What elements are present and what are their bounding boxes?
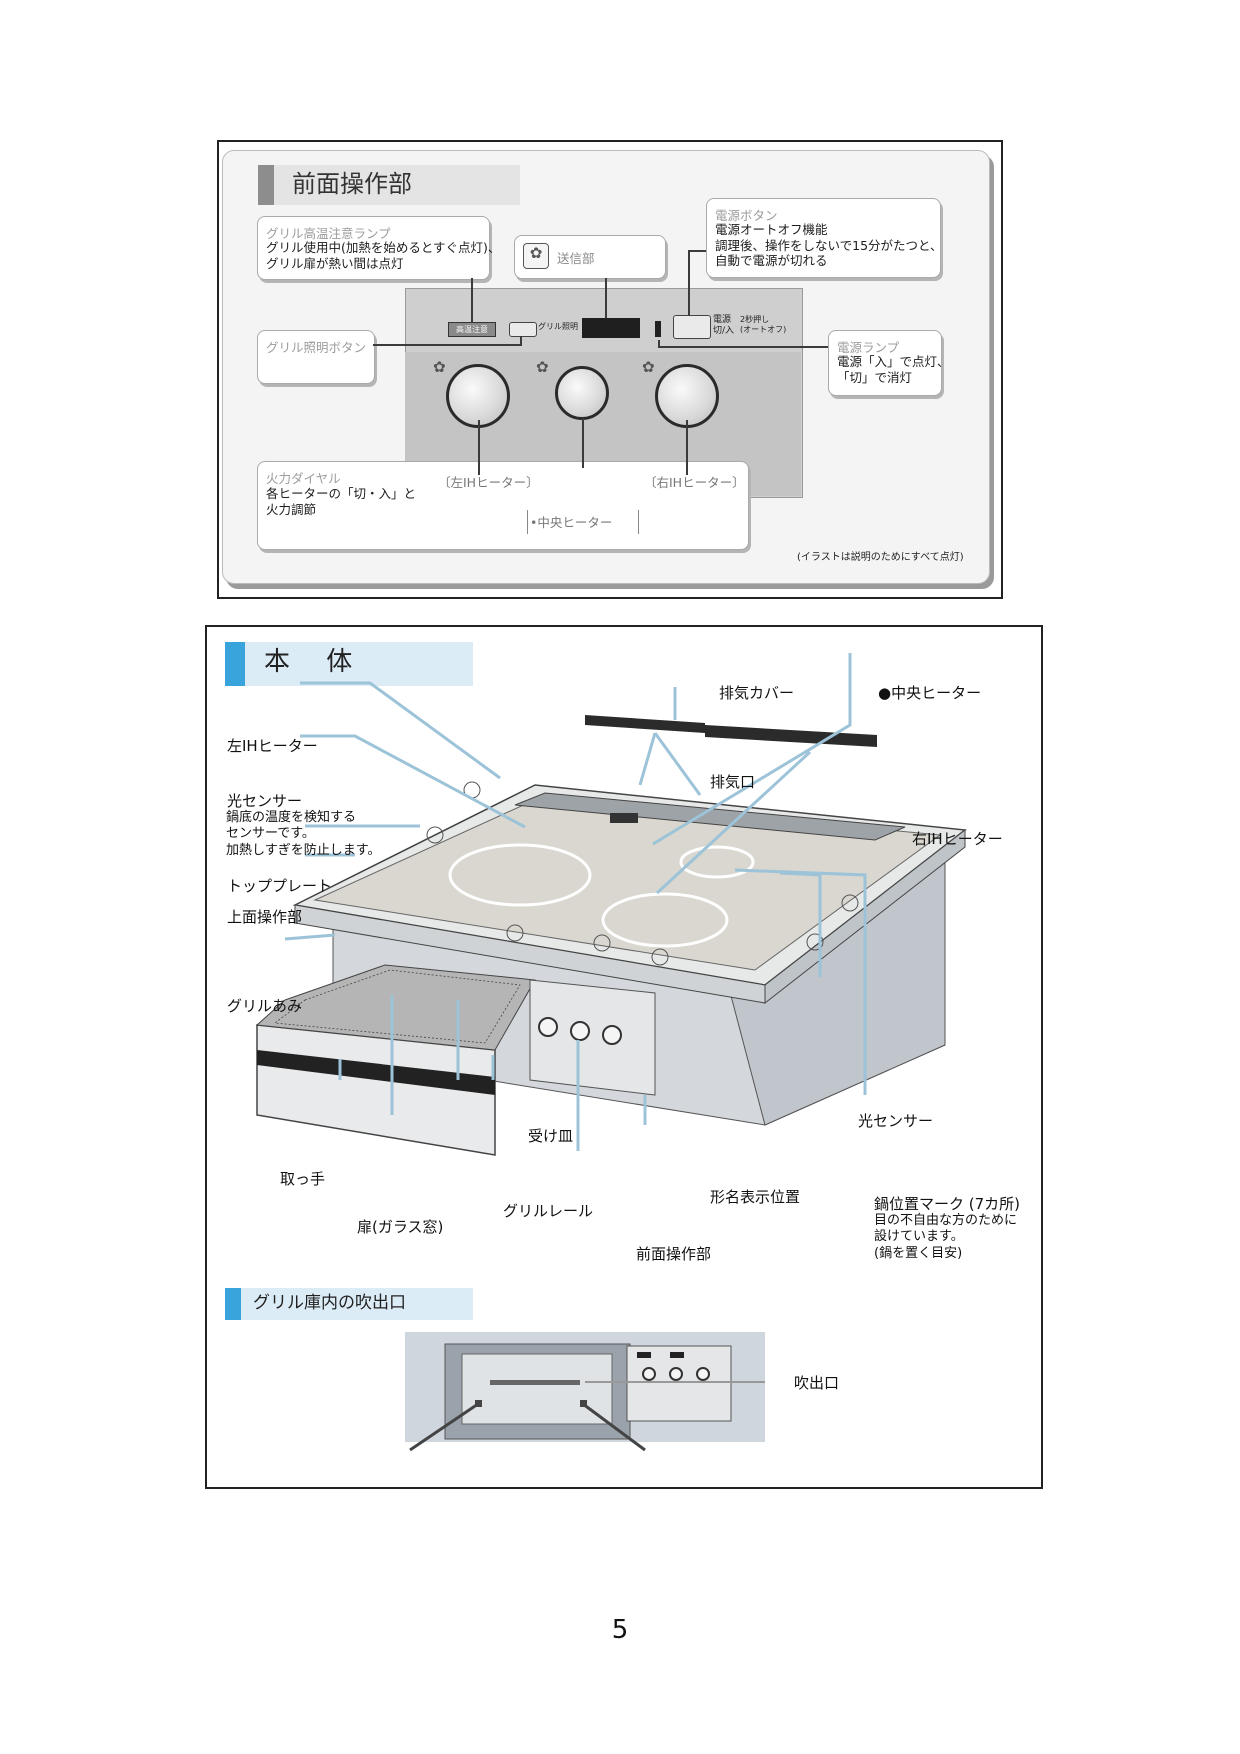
leader-line	[478, 420, 480, 475]
leader-line	[520, 336, 522, 346]
fan-label: 送信部	[557, 251, 595, 266]
leader-line	[658, 346, 828, 348]
handle-label: 取っ手	[280, 1170, 326, 1188]
fan-icon: ✿	[433, 358, 446, 376]
right-heater-label: 〔右IHヒーター〕	[644, 475, 745, 490]
pot-mark-desc: 目の不自由な方のために 設けています。 (鍋を置く目安)	[874, 1213, 1018, 1261]
grill-temp-lamp-callout: グリル高温注意ランプ グリル使用中(加熱を始めるとすぐ点灯)、 グリル扉が熱い間…	[257, 216, 500, 280]
leader-line	[658, 340, 660, 348]
dial-desc: 各ヒーターの「切・入」と 火力調節	[266, 486, 417, 517]
power-lamp-desc: 電源「入」で点灯、 「切」で消灯	[837, 354, 950, 385]
leader-line	[471, 278, 473, 322]
power-lamp-illus	[655, 321, 661, 337]
right-dial-knob	[655, 364, 719, 428]
grill-title-marker	[225, 1288, 241, 1320]
pot-mark-label: 鍋位置マーク (7カ所)	[874, 1195, 1021, 1213]
outlet-label: 吹出口	[794, 1374, 840, 1392]
grill-light-title: グリル照明ボタン	[266, 340, 367, 355]
drip-tray-label: 受け皿	[528, 1127, 574, 1145]
power-button-label: 電源 切/入	[713, 315, 735, 336]
leader-line	[686, 420, 688, 475]
light-sensor-label-2: 光センサー	[858, 1112, 934, 1130]
fan-icon: ✿	[536, 358, 549, 376]
light-sensor-label: 光センサー	[227, 792, 303, 810]
grill-light-button-illus	[509, 322, 537, 337]
front-title-bar	[258, 165, 520, 205]
center-dial-knob	[555, 366, 609, 420]
fan-icon: ✿	[642, 358, 655, 376]
cooktop-illustration	[255, 653, 967, 1156]
left-ih-label: 左IHヒーター	[227, 737, 318, 755]
leader-line	[688, 250, 706, 252]
leader-line	[373, 344, 521, 346]
front-title-marker	[258, 165, 274, 205]
display-window	[582, 318, 640, 338]
top-controls-label: 上面操作部	[227, 908, 303, 926]
grill-outlet-illustration	[405, 1332, 765, 1452]
leader-line	[688, 250, 690, 316]
body-title: 本 体	[264, 647, 367, 677]
front-controls-label: 前面操作部	[636, 1245, 712, 1263]
light-sensor-desc: 鍋底の温度を検知する センサーです。 加熱しすぎを防止します。	[226, 810, 381, 858]
power-button-desc: 電源オートオフ機能 調理後、操作をしないで15分がたつと、 自動で電源が切れる	[715, 222, 943, 269]
model-position-label: 形名表示位置	[710, 1188, 801, 1206]
grill-temp-lamp-indicator: 高温注意	[448, 322, 496, 337]
door-label: 扉(ガラス窓)	[357, 1218, 444, 1236]
grill-temp-lamp-title: グリル高温注意ランプ	[266, 226, 391, 241]
front-panel-title: 前面操作部	[292, 170, 412, 198]
power-button-illus	[673, 315, 711, 339]
left-dial-knob	[446, 364, 510, 428]
grill-light-callout: グリル照明ボタン	[257, 330, 375, 384]
power-button-callout: 電源ボタン 電源オートオフ機能 調理後、操作をしないで15分がたつと、 自動で電…	[706, 198, 943, 278]
grill-section-title: グリル庫内の吹出口	[253, 1293, 406, 1313]
leader-line	[605, 278, 607, 318]
grill-rail-label: グリルレール	[503, 1202, 594, 1220]
body-title-marker	[225, 642, 245, 686]
center-heater-label-body: ●中央ヒーター	[878, 684, 982, 702]
right-ih-label: 右IHヒーター	[912, 830, 1003, 848]
fan-icon: ✿	[523, 243, 549, 269]
illustration-note: (イラストは説明のためにすべて点灯)	[797, 552, 964, 563]
dial-title: 火力ダイヤル	[266, 471, 341, 486]
page-number: 5	[611, 1615, 629, 1645]
left-heater-label: 〔左IHヒーター〕	[438, 475, 539, 490]
exhaust-cover-label: 排気カバー	[719, 684, 795, 702]
power-button-title: 電源ボタン	[715, 208, 778, 223]
top-plate-label: トッププレート	[227, 877, 333, 895]
power-lamp-title: 電源ランプ	[837, 340, 900, 355]
leader-line	[582, 418, 584, 468]
center-heater-label: •中央ヒーター	[530, 515, 613, 530]
dial-callout: 火力ダイヤル 各ヒーターの「切・入」と 火力調節 〔左IHヒーター〕 〔右IHヒ…	[257, 461, 749, 550]
grill-grate-label: グリルあみ	[227, 997, 303, 1015]
fan-callout: ✿ 送信部	[514, 235, 666, 279]
power-button-sublabel: 2秒押し (オートオフ)	[740, 315, 787, 334]
grill-title-bar	[225, 1288, 473, 1320]
body-title-bar	[225, 642, 473, 686]
grill-light-label: グリル照明	[538, 322, 578, 331]
exhaust-port-label: 排気口	[710, 773, 756, 791]
power-lamp-callout: 電源ランプ 電源「入」で点灯、 「切」で消灯	[828, 330, 950, 396]
center-heater-bracket	[527, 510, 639, 534]
grill-temp-lamp-desc: グリル使用中(加熱を始めるとすぐ点灯)、 グリル扉が熱い間は点灯	[266, 240, 501, 271]
